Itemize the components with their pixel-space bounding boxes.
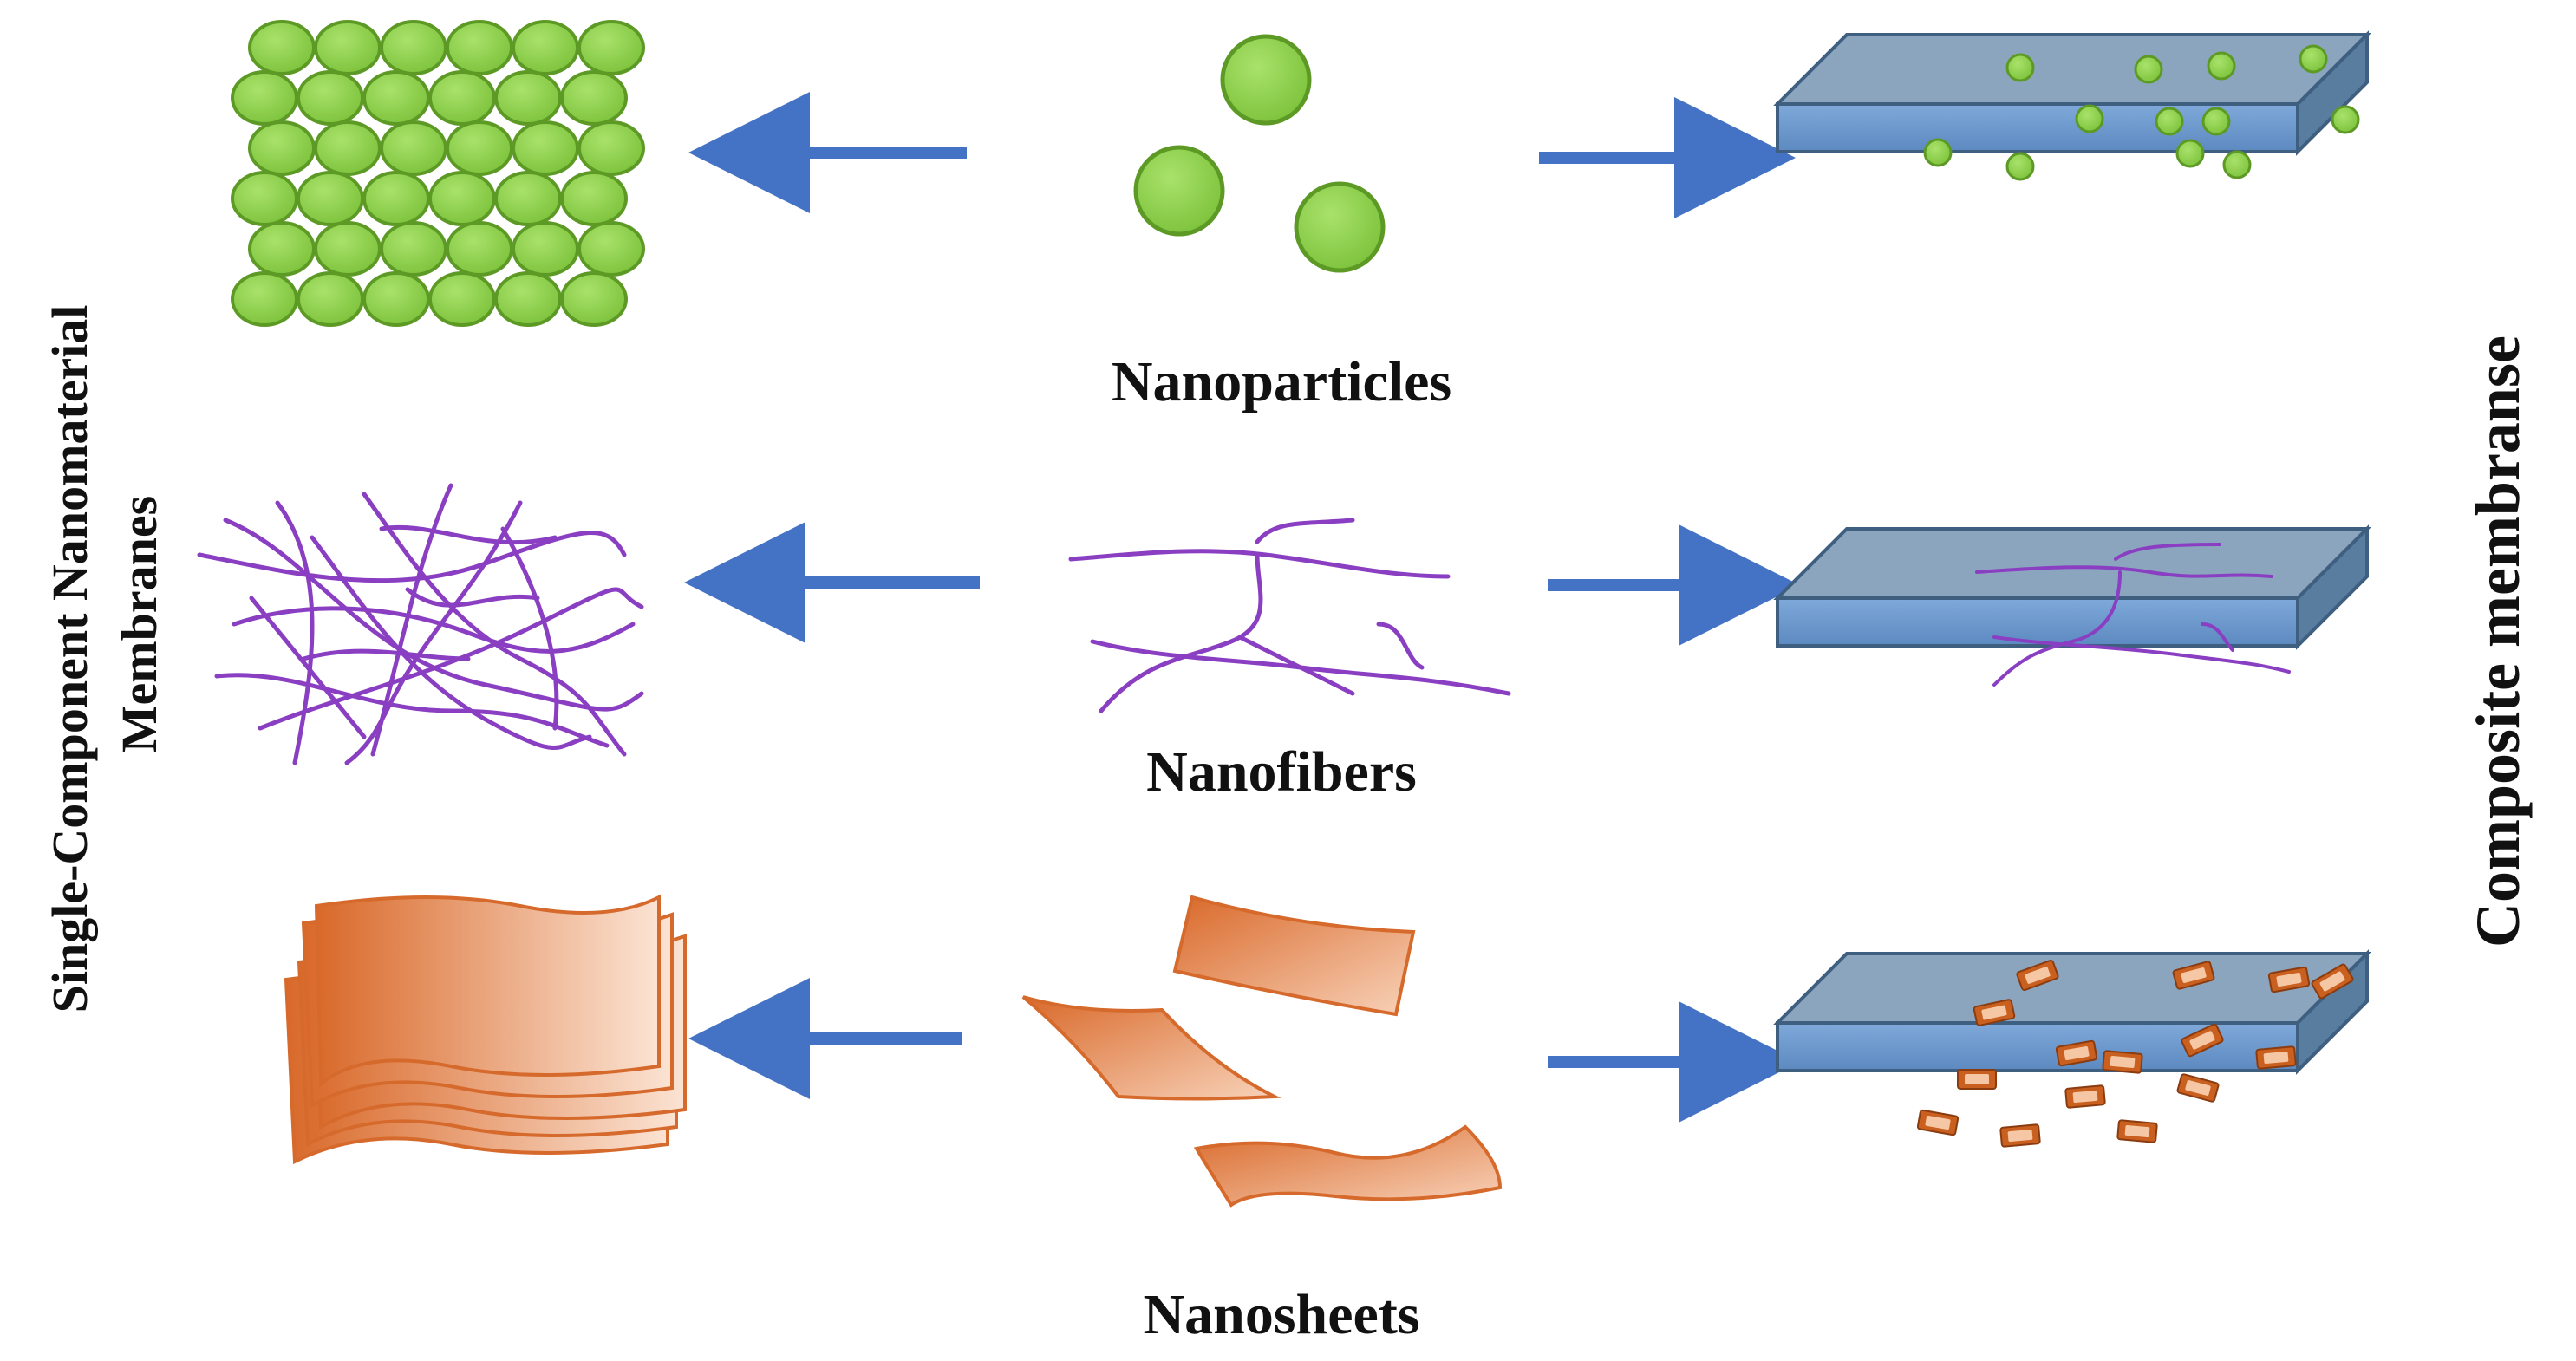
- arrows: [684, 92, 1800, 1123]
- packed-particle: [248, 20, 316, 75]
- packed-particle: [231, 271, 298, 327]
- packed-particle: [314, 120, 382, 176]
- packed-particle: [248, 120, 316, 176]
- packed-particle: [362, 271, 430, 327]
- packed-particle: [577, 20, 645, 75]
- packed-particle: [577, 120, 645, 176]
- label-nanosheets: Nanosheets: [1143, 1283, 1419, 1346]
- stacked-sheet-membrane-icon: [284, 894, 687, 1165]
- packed-particle: [577, 221, 645, 277]
- packed-particle: [362, 70, 430, 126]
- packed-particle: [446, 120, 513, 176]
- packed-particle: [231, 70, 298, 126]
- packed-particle: [380, 20, 447, 75]
- packed-particle: [512, 120, 579, 176]
- packed-particle: [380, 221, 447, 277]
- packed-particle: [494, 271, 562, 327]
- packed-particle: [248, 221, 316, 277]
- packed-particle: [314, 221, 382, 277]
- packed-particle: [297, 271, 364, 327]
- packed-particle: [380, 120, 447, 176]
- packed-particle: [512, 20, 579, 75]
- packed-particle: [494, 70, 562, 126]
- packed-particle: [494, 171, 562, 226]
- packed-particle: [297, 70, 364, 126]
- packed-particle: [428, 70, 496, 126]
- free-nanofibers-icon: [1068, 518, 1511, 713]
- packed-particle: [231, 171, 298, 226]
- packed-particle: [560, 171, 628, 226]
- label-nanoparticles: Nanoparticles: [1112, 350, 1451, 414]
- packed-particle: [560, 271, 628, 327]
- particle-composite-membrane-icon: [1776, 33, 2369, 181]
- packed-particle: [297, 171, 364, 226]
- packed-particle: [512, 221, 579, 277]
- free-nanoparticles-icon: [1133, 34, 1386, 273]
- packed-particle: [428, 271, 496, 327]
- fiber-mesh-membrane-icon: [197, 483, 644, 765]
- packed-particle: [446, 221, 513, 277]
- packed-particle: [560, 70, 628, 126]
- packed-particle: [362, 171, 430, 226]
- packed-particle: [314, 20, 382, 75]
- right-axis-title: Composite membranse: [2463, 335, 2533, 947]
- fiber-composite-membrane-icon: [1776, 527, 2369, 687]
- left-axis-title-line2: Membranes: [111, 496, 167, 752]
- label-nanofibers: Nanofibers: [1146, 740, 1417, 804]
- packed-particle: [446, 20, 513, 75]
- free-nanosheets-icon: [1021, 895, 1503, 1208]
- sheet-composite-membrane-icon: [1776, 952, 2369, 1148]
- left-axis-title-line1: Single-Component Nanomaterial: [42, 305, 98, 1013]
- packed-particle: [428, 171, 496, 226]
- packed-particle-membrane-icon: [231, 20, 645, 327]
